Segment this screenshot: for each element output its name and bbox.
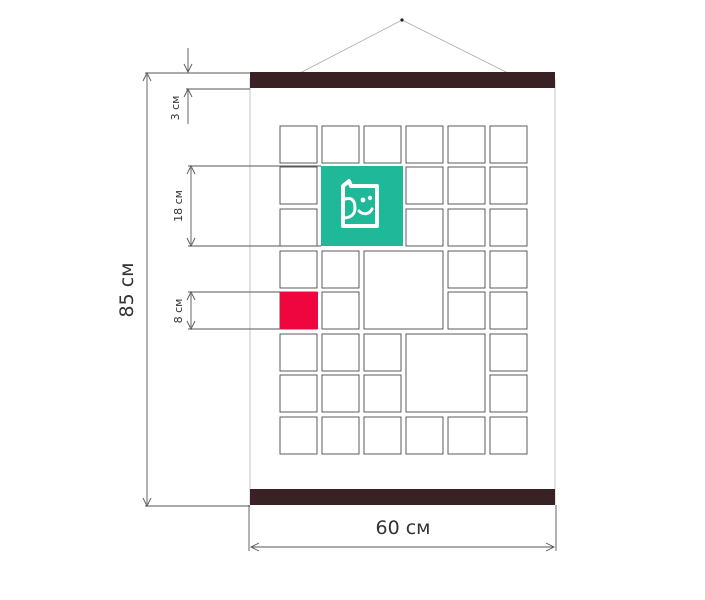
small-cell-label: 8 см: [172, 299, 185, 324]
grid-cell: [279, 166, 318, 205]
cell-grid: [279, 125, 528, 455]
grid-cell: [489, 250, 528, 289]
grid-cell: [489, 416, 528, 455]
dimension-lines: [142, 48, 557, 552]
bottom-rail: [250, 489, 555, 505]
grid-cell: [279, 208, 318, 247]
large-cell-label: 18 см: [172, 190, 185, 222]
grid-cell: [279, 416, 318, 455]
grid-cell: [489, 208, 528, 247]
grid-cell: [447, 208, 486, 247]
grid-cell: [363, 125, 402, 164]
width-label: 60 см: [376, 517, 431, 539]
grid-cell: [321, 333, 360, 372]
grid-cell: [279, 125, 318, 164]
grid-cell: [447, 291, 486, 330]
grid-cell: [363, 333, 402, 372]
grid-cell: [405, 125, 444, 164]
grid-cell: [447, 125, 486, 164]
grid-cell: [279, 333, 318, 372]
grid-cell: [363, 374, 402, 413]
top-margin-label: 3 см: [169, 96, 182, 121]
logo-tile: [321, 166, 403, 246]
grid-cell: [405, 333, 486, 413]
grid-cell: [489, 166, 528, 205]
grid-cell: [489, 333, 528, 372]
grid-cell: [363, 250, 444, 330]
grid-cell: [321, 416, 360, 455]
grid-cell: [489, 374, 528, 413]
grid-cell: [279, 374, 318, 413]
grid-cell: [363, 416, 402, 455]
grid-cell: [489, 291, 528, 330]
grid-cell: [405, 166, 444, 205]
hanging-string-icon: [299, 18, 509, 74]
highlighted-cell: [280, 292, 318, 329]
grid-cell: [279, 250, 318, 289]
grid-cell: [447, 250, 486, 289]
grid-cell: [405, 208, 444, 247]
top-rail: [250, 72, 555, 88]
grid-cell: [405, 416, 444, 455]
grid-cell: [447, 166, 486, 205]
grid-cell: [321, 374, 360, 413]
grid-cell: [321, 125, 360, 164]
grid-cell: [321, 250, 360, 289]
grid-cell: [447, 416, 486, 455]
grid-cell: [321, 291, 360, 330]
smiling-face-tile-icon: [341, 179, 379, 228]
grid-cell: [489, 125, 528, 164]
height-label: 85 см: [116, 263, 138, 318]
